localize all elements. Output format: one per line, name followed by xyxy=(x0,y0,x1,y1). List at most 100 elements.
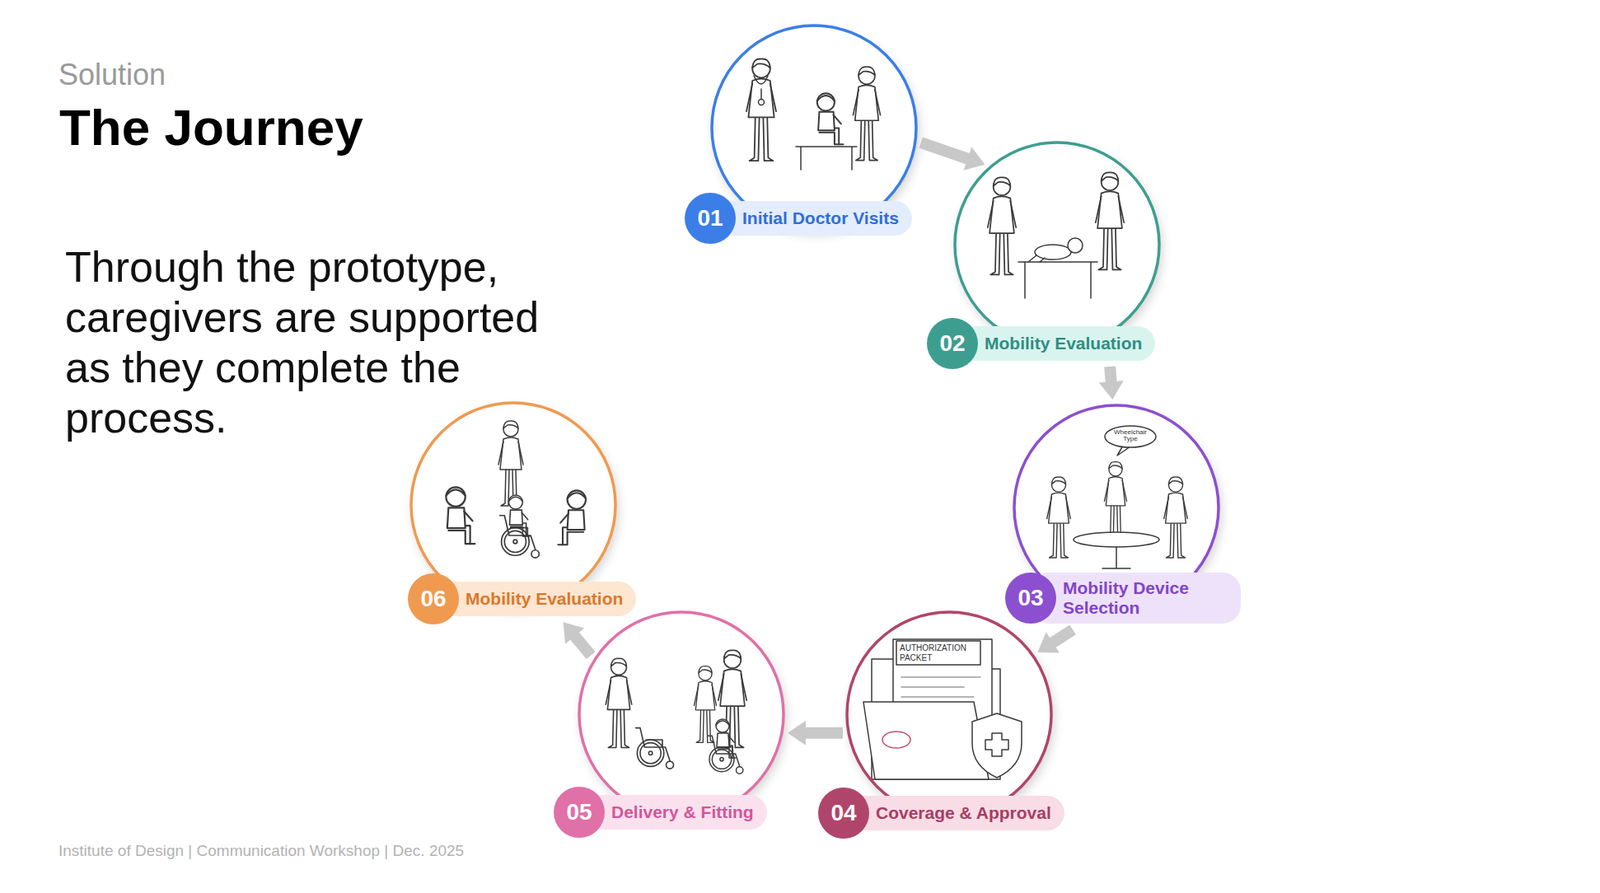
step-badge: 06 xyxy=(407,573,459,625)
flow-arrow xyxy=(1099,366,1124,400)
illustration-part xyxy=(1164,477,1189,558)
illustration-part xyxy=(1018,261,1098,299)
step-number: 02 xyxy=(939,332,965,356)
illustration-part xyxy=(758,99,765,106)
step-label: Mobility Evaluation xyxy=(465,589,623,609)
illustration-part xyxy=(508,495,529,537)
illustration-part xyxy=(578,611,785,818)
circle-outline xyxy=(711,25,917,230)
step-badge: 05 xyxy=(553,786,605,838)
arrow-shaft xyxy=(1109,366,1112,384)
step-circle xyxy=(577,610,786,819)
step-tag: 01 Initial Doctor Visits xyxy=(684,192,913,244)
illustration-part xyxy=(694,666,717,744)
arrow-head xyxy=(1099,380,1124,400)
illustration-part xyxy=(972,713,1022,778)
illustration-part xyxy=(896,640,981,665)
illustration-part xyxy=(605,658,632,748)
flow-arrow xyxy=(921,142,986,171)
illustration-part xyxy=(817,93,844,145)
step-tag: 06 Mobility Evaluation xyxy=(407,573,637,625)
illustration-part xyxy=(500,515,540,558)
illustration-part xyxy=(1047,477,1072,558)
arrow-head xyxy=(563,622,585,645)
step-label: Mobility Device Selection xyxy=(1062,578,1228,618)
step-pill: Mobility Evaluation xyxy=(433,581,637,617)
arrow-shaft xyxy=(1050,629,1073,644)
text-label: Institute of Design | Communication Work… xyxy=(58,842,464,861)
doctor-visit-sketch xyxy=(746,58,881,170)
illustration-part xyxy=(498,421,524,506)
step-label: Mobility Evaluation xyxy=(984,333,1142,354)
step-badge: 04 xyxy=(818,787,870,839)
step-number: 05 xyxy=(566,800,592,824)
step-tag: 05Delivery & Fitting xyxy=(553,786,768,838)
step-number: 04 xyxy=(830,801,857,825)
illustration-part xyxy=(954,141,1161,348)
illustration-part xyxy=(1104,462,1128,539)
flow-arrow xyxy=(787,720,843,746)
illustration-part xyxy=(985,733,1009,757)
illustration-part xyxy=(987,177,1016,275)
arrow-shaft xyxy=(803,727,843,740)
step-number: 01 xyxy=(697,206,723,230)
circle-grounds xyxy=(410,24,1220,818)
device-selection-sketch xyxy=(1047,425,1189,569)
step-pill: Coverage & Approval xyxy=(843,795,1065,831)
authorization-sketch xyxy=(863,639,1022,780)
step-node: 04Coverage & Approval xyxy=(845,610,1053,819)
delivery-sketch xyxy=(605,650,747,774)
illustration-part xyxy=(1073,532,1160,548)
step-tag: 02 Mobility Evaluation xyxy=(926,318,1156,370)
step-node: 02Mobility Evaluation xyxy=(953,140,1161,349)
step-label: Initial Doctor Visits xyxy=(742,208,899,229)
illustration-part xyxy=(746,58,777,161)
flow-arrow xyxy=(563,622,592,655)
step-badge: 02 xyxy=(926,318,978,370)
illustration-part xyxy=(636,728,674,770)
illustration-part xyxy=(882,731,911,749)
illustration-part xyxy=(1034,244,1072,260)
step-tag: 04 Coverage & Approval xyxy=(818,787,1065,839)
illustration-part xyxy=(445,486,475,544)
step-number: 03 xyxy=(1017,586,1044,610)
arrow-head xyxy=(787,720,806,746)
circle-outline xyxy=(579,612,784,817)
illustration-part xyxy=(1095,172,1124,270)
illustration-part xyxy=(1028,255,1045,262)
evaluation-sketch xyxy=(987,172,1124,299)
step-tag: 03 Mobility Device Selection xyxy=(1005,572,1241,624)
illustration-part xyxy=(853,66,881,160)
illustration-part xyxy=(1067,238,1083,253)
circle-outline xyxy=(954,142,1160,347)
flow-arrow xyxy=(1037,629,1073,653)
text-label: AUTHORIZATION PACKET xyxy=(899,643,978,663)
step-pill: Delivery & Fitting xyxy=(579,795,768,830)
text-label: Through the prototype, caregivers are su… xyxy=(65,242,560,444)
step-badge: 03 xyxy=(1005,572,1057,624)
step-node: 06Mobility Evaluation xyxy=(409,401,618,609)
step-node: 01Initial Doctor Visits xyxy=(710,23,918,232)
sketches xyxy=(445,58,1188,780)
step-number: 06 xyxy=(420,587,446,611)
arrow-head xyxy=(963,146,986,170)
follow-up-sketch xyxy=(445,421,586,558)
step-pill: Initial Doctor Visits xyxy=(710,201,913,236)
text-label: Solution xyxy=(58,56,166,93)
illustration-part xyxy=(707,735,744,774)
illustration-part xyxy=(795,146,857,170)
slide-title: The Journey xyxy=(59,98,364,157)
circle-outline xyxy=(846,612,1052,817)
illustration-part xyxy=(901,677,981,698)
step-circle xyxy=(845,610,1053,819)
illustration-part xyxy=(863,701,989,780)
step-pill: Mobility Evaluation xyxy=(952,326,1156,361)
arrow-shaft xyxy=(921,142,971,160)
step-badge: 01 xyxy=(684,192,736,244)
arrow-shaft xyxy=(573,634,591,656)
illustration-part xyxy=(711,24,917,231)
illustration-part xyxy=(753,75,768,99)
step-label: Coverage & Approval xyxy=(875,803,1052,824)
step-circle xyxy=(953,140,1161,349)
